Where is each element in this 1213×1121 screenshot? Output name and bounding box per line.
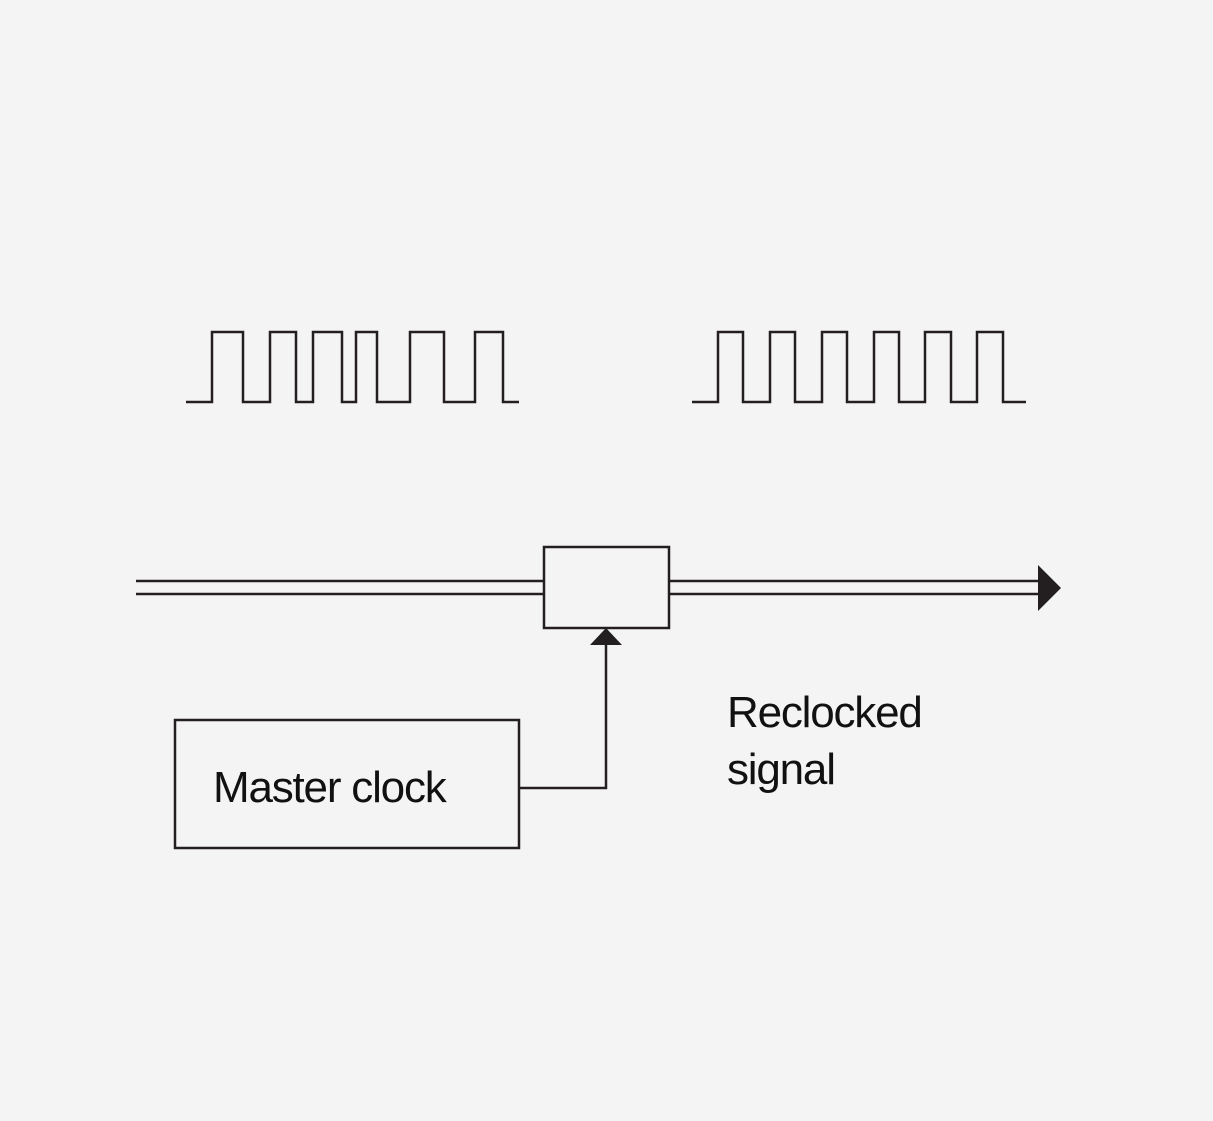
output-signal-line [669, 579, 1040, 596]
reclocked-signal-label-line2: signal [727, 745, 835, 794]
output-arrow-icon [1038, 565, 1061, 611]
master-clock-label: Master clock [213, 763, 448, 812]
clock-connection-line [519, 640, 608, 790]
clock-arrow-icon [590, 628, 622, 645]
input-waveform [186, 330, 519, 404]
input-signal-line [136, 579, 544, 596]
output-waveform [692, 330, 1026, 404]
reclocked-signal-label-line1: Reclocked [727, 688, 922, 737]
reclocking-block [542, 545, 671, 630]
master-clock-box [173, 718, 521, 850]
